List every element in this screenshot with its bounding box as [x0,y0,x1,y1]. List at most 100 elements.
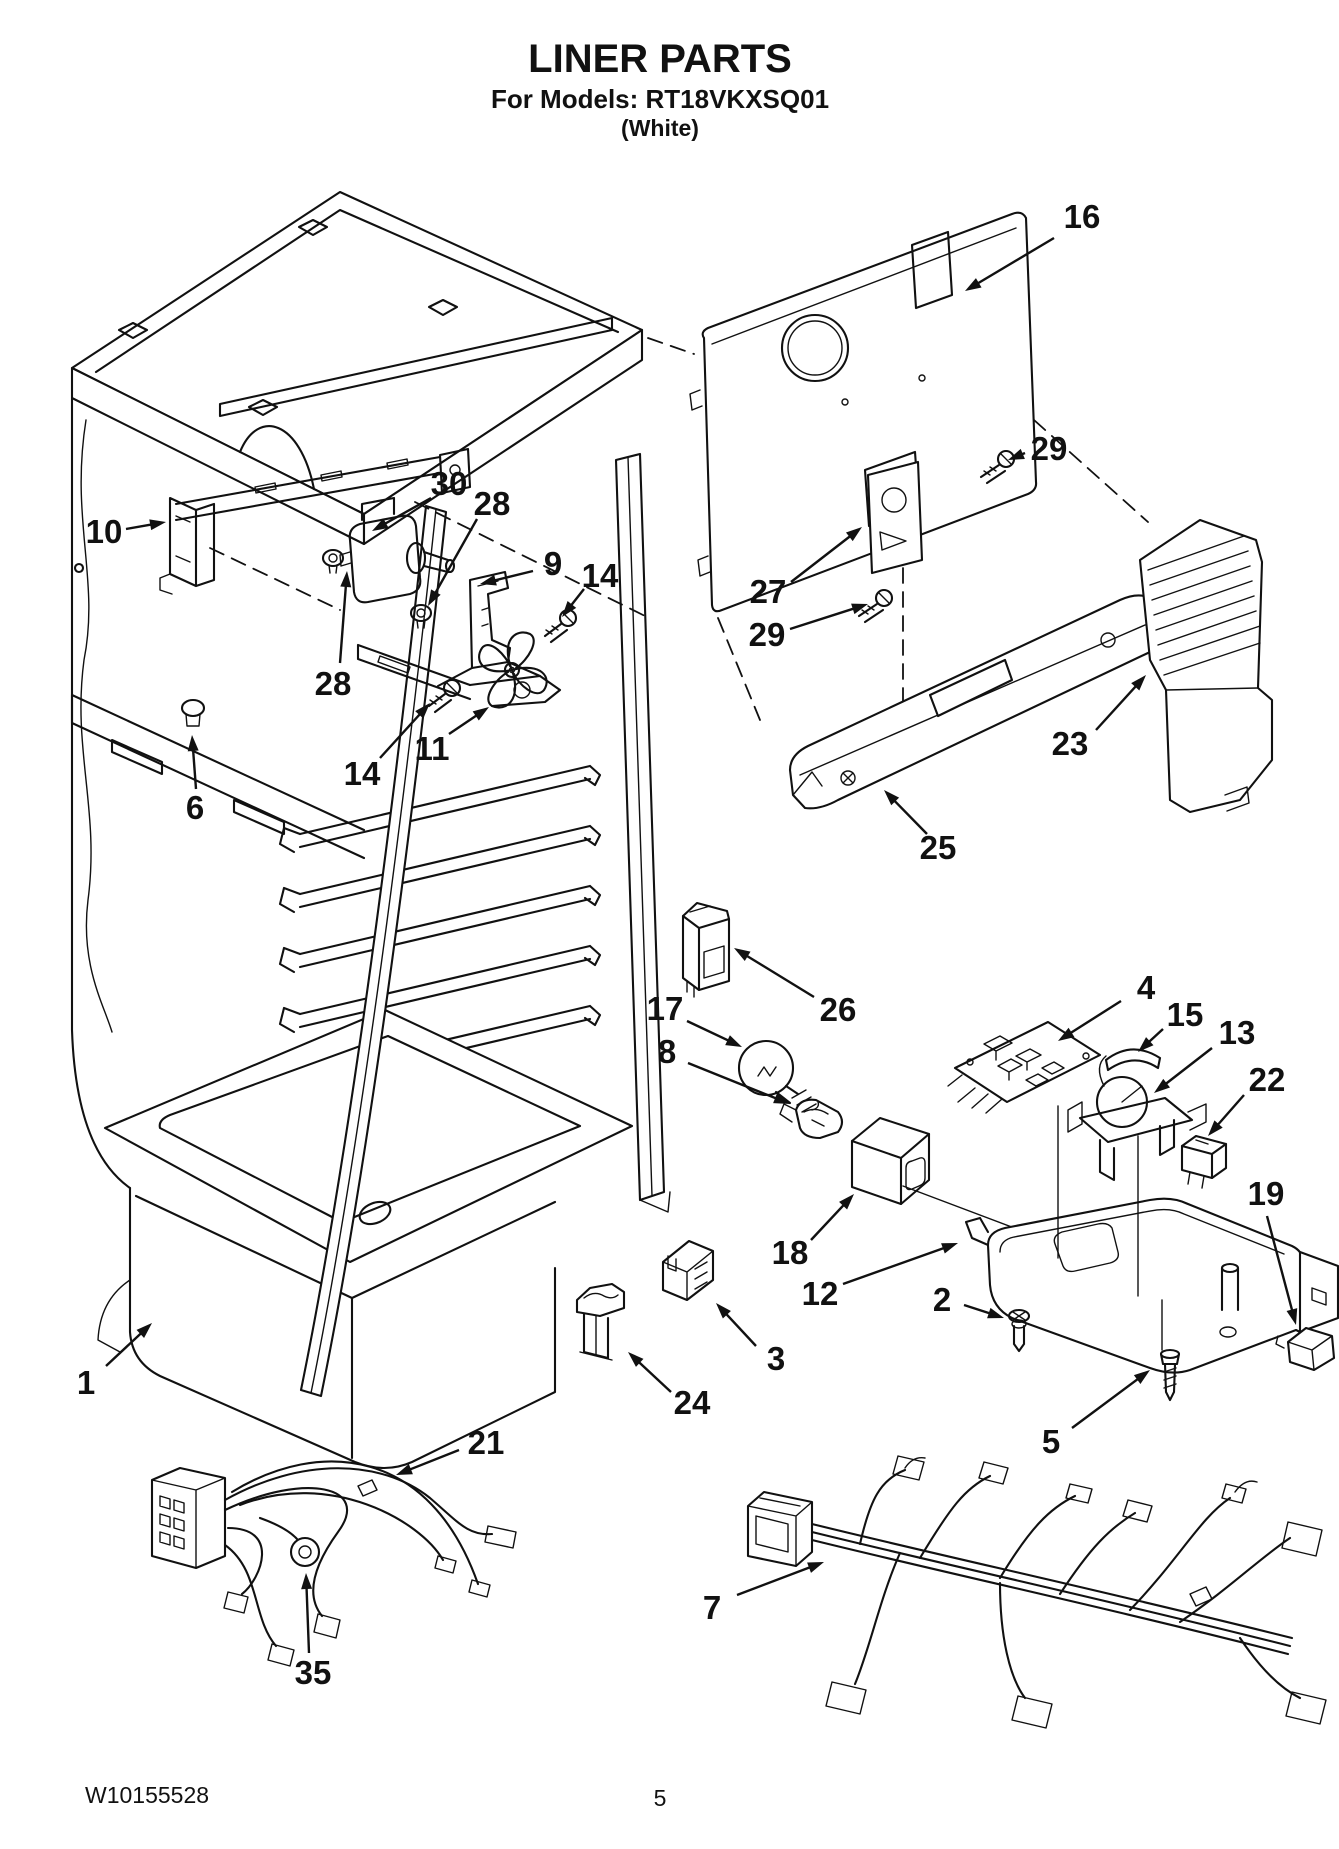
callout-arrowhead [187,735,199,752]
callout-14: 14 [562,557,619,617]
callout-arrowhead [716,1303,731,1319]
part-air-duct-23 [1138,518,1274,814]
callout-arrowhead [149,519,166,531]
callout-30: 30 [372,465,467,531]
callout-3: 3 [716,1303,785,1377]
callout-arrowhead [734,948,751,962]
callout-24: 24 [628,1352,711,1421]
callout-number: 21 [468,1424,505,1461]
callout-arrow [736,1564,816,1597]
callout-arrowhead [1008,448,1025,460]
callout-number: 3 [767,1340,785,1377]
callout-arrow [1265,1215,1295,1316]
evaporator-fan-cluster [159,447,646,727]
callout-12: 12 [802,1243,958,1312]
callout-1: 1 [77,1323,152,1401]
callout-arrowhead [941,1243,958,1254]
callout-number: 17 [647,990,684,1027]
callout-number: 8 [658,1033,676,1070]
callout-27: 27 [750,527,862,610]
part-access-cover-27 [866,460,924,575]
callout-13: 13 [1154,1014,1255,1093]
callout-arrow [1071,1375,1143,1429]
callout-11: 11 [415,707,489,767]
callout-number: 30 [431,465,468,502]
rear-panel-group [647,211,1149,743]
callout-2: 2 [933,1281,1004,1319]
callout-arrowhead [1286,1308,1298,1325]
callout-arrowhead [480,574,497,586]
part-rear-panel-16 [689,211,1038,613]
callout-arrow [790,532,855,583]
part-bracket-10 [159,447,472,595]
callout-arrowhead [725,1035,742,1047]
callout-arrow [634,1357,672,1393]
callout-arrowhead [807,1562,824,1573]
callout-number: 11 [415,730,450,767]
part-grommet-screw-2 [1007,1308,1031,1353]
callout-arrowhead [396,1463,413,1475]
callout-arrow [1213,1094,1245,1130]
part-clip-19 [1275,1326,1336,1372]
part-control-cover-25 [788,594,1162,810]
part-control-board-4 [947,1020,1102,1114]
callout-arrowhead [415,703,430,719]
callout-arrowhead [1133,1370,1150,1384]
callout-arrowhead [1208,1120,1223,1136]
callout-arrow [741,952,815,999]
callout-10: 10 [86,513,166,550]
callout-arrow [1095,681,1141,731]
callout-number: 2 [933,1281,951,1318]
part-clamp-3 [661,1239,715,1302]
callout-arrow [489,569,534,583]
callout-number: 19 [1248,1175,1285,1212]
callout-arrowhead [987,1307,1004,1319]
callout-number: 29 [749,616,786,653]
callout-number: 1 [77,1364,95,1401]
callout-arrow [380,496,432,528]
callout-arrow [789,605,859,631]
callout-arrowhead [851,603,868,615]
leader-lines [1057,1105,1163,1351]
callout-arrow [890,796,928,835]
callout-arrowhead [1154,1078,1171,1093]
callout-16: 16 [965,198,1100,291]
callout-arrow [191,744,198,790]
callout-arrowhead [562,601,577,617]
callout-arrow [972,236,1055,287]
callout-arrowhead [372,518,389,531]
part-switch-22 [1180,1134,1228,1189]
callout-arrowhead [472,707,489,721]
models-line: For Models: RT18VKXSQ01 [491,84,829,114]
callout-6: 6 [186,735,204,826]
callout-arrow [404,1448,460,1473]
callout-7: 7 [703,1562,824,1626]
callout-29: 29 [1008,430,1067,467]
callout-35: 35 [295,1573,331,1691]
callout-17: 17 [647,990,742,1047]
callout-number: 7 [703,1589,721,1626]
callout-arrowhead [301,1573,313,1590]
callout-arrow [721,1309,757,1347]
callout-arrowhead [965,278,982,291]
callout-number: 13 [1219,1014,1256,1051]
callout-arrow [338,580,348,664]
callout-number: 27 [750,573,787,610]
part-grommet-28-left [321,548,345,574]
part-plug-button-6 [180,698,206,727]
control-cluster [575,901,1339,1402]
callout-arrowhead [1138,1037,1154,1052]
part-grommet-28-right [409,603,433,629]
color-line: (White) [621,115,699,141]
footer-document-number: W10155528 [85,1782,209,1808]
callout-arrow [1161,1047,1213,1088]
part-light-switch-26 [681,901,731,998]
callout-arrow [687,1061,782,1102]
part-screw-14-left [427,678,462,714]
part-screw-14-right [543,608,578,644]
callout-arrowhead [628,1352,644,1367]
callout-26: 26 [734,948,856,1028]
callout-arrowhead [428,589,441,606]
